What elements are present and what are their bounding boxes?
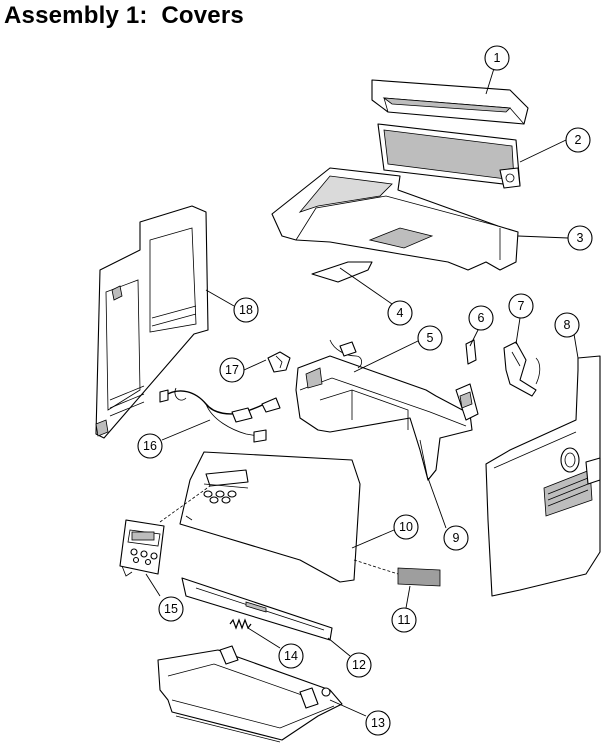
part-4-tray-insert xyxy=(311,261,373,283)
part-10-front-cover xyxy=(179,451,361,583)
callout-12: 12 xyxy=(346,652,372,678)
callout-label: 6 xyxy=(478,311,485,325)
callout-label: 10 xyxy=(399,520,413,534)
central-frame-assembly xyxy=(295,339,479,481)
page-title: Assembly 1: Covers xyxy=(4,2,244,29)
part-1-top-cover xyxy=(371,79,529,125)
callout-label: 14 xyxy=(284,649,298,663)
part-14-spring xyxy=(229,618,252,630)
callout-15: 15 xyxy=(158,596,184,622)
callout-3: 3 xyxy=(567,225,593,251)
part-16-cable-harness xyxy=(159,387,281,443)
callout-14: 14 xyxy=(278,643,304,669)
part-3-upper-cover xyxy=(271,167,519,271)
callout-label: 7 xyxy=(518,299,525,313)
callout-label: 11 xyxy=(398,613,411,627)
callout-label: 8 xyxy=(564,318,571,332)
callout-18: 18 xyxy=(233,297,259,323)
part-18-left-cover xyxy=(95,205,209,439)
part-15-operator-panel xyxy=(119,519,165,577)
callout-2: 2 xyxy=(565,127,591,153)
callout-17: 17 xyxy=(219,357,245,383)
callout-11: 11 xyxy=(391,607,417,633)
part-6-clip xyxy=(465,339,477,365)
callout-4: 4 xyxy=(387,300,413,326)
callout-10: 10 xyxy=(393,514,419,540)
part-12-front-rail xyxy=(181,577,333,641)
callout-label: 12 xyxy=(352,658,366,672)
part-7-latch xyxy=(503,341,541,397)
callout-13: 13 xyxy=(365,710,391,736)
callout-label: 1 xyxy=(494,51,501,65)
callout-7: 7 xyxy=(508,293,534,319)
panel-guide-line xyxy=(159,485,211,523)
callout-label: 18 xyxy=(239,303,253,317)
part-11-label xyxy=(397,567,441,587)
callout-1: 1 xyxy=(484,45,510,71)
callout-5: 5 xyxy=(417,325,443,351)
callout-label: 15 xyxy=(164,602,178,616)
callout-label: 4 xyxy=(397,306,404,320)
callout-16: 16 xyxy=(137,433,163,459)
callout-8: 8 xyxy=(554,312,580,338)
callout-label: 16 xyxy=(143,439,157,453)
part-2-rear-cover xyxy=(377,123,521,189)
callout-label: 5 xyxy=(427,331,434,345)
callout-label: 9 xyxy=(453,531,460,545)
callout-label: 3 xyxy=(577,231,584,245)
callout-6: 6 xyxy=(468,305,494,331)
part-8-right-cover xyxy=(485,355,601,597)
callout-label: 2 xyxy=(575,133,582,147)
part-17-bracket xyxy=(267,351,291,373)
callout-label: 17 xyxy=(225,363,239,377)
part-13-paper-tray xyxy=(157,645,343,743)
callout-label: 13 xyxy=(371,716,385,730)
callout-9: 9 xyxy=(443,525,469,551)
label-guide-line xyxy=(353,559,399,575)
